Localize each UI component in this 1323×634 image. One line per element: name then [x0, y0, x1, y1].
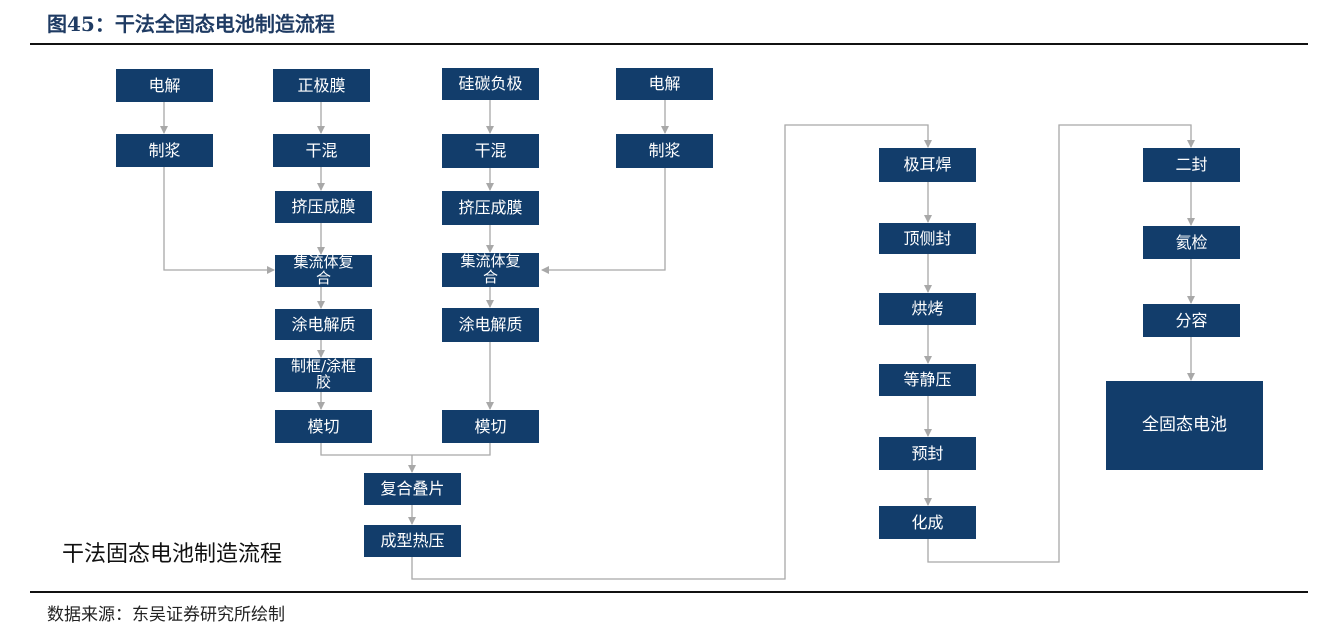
- node-electrolysis-right: 电解: [616, 68, 713, 100]
- node-cathode-film: 正极膜: [273, 69, 370, 102]
- connector: [541, 168, 666, 274]
- node-dry-mix-anode: 干混: [442, 134, 539, 168]
- connector: [163, 167, 275, 274]
- node-final-battery: 全固态电池: [1106, 381, 1263, 470]
- diagram-caption: 干法固态电池制造流程: [62, 542, 283, 567]
- node-die-cut-cathode: 模切: [275, 410, 372, 443]
- source-note: 数据来源：东吴证券研究所绘制: [47, 605, 285, 625]
- node-hot-press: 成型热压: [364, 525, 461, 557]
- connector: [411, 124, 932, 580]
- node-frame-glue: 制框/涂框胶: [275, 358, 372, 392]
- node-slurry-left: 制浆: [116, 134, 213, 167]
- node-grading: 分容: [1143, 304, 1240, 337]
- node-collector-cathode: 集流体复合: [275, 254, 372, 287]
- node-extrude-cathode: 挤压成膜: [275, 191, 372, 223]
- node-second-seal: 二封: [1143, 148, 1240, 182]
- node-top-side-seal: 顶侧封: [879, 223, 976, 254]
- figure-title: 图45：干法全固态电池制造流程: [47, 12, 335, 36]
- node-formation: 化成: [879, 506, 976, 539]
- node-tab-weld: 极耳焊: [879, 148, 976, 182]
- node-slurry-right: 制浆: [616, 134, 713, 168]
- node-isostatic-press: 等静压: [879, 364, 976, 396]
- node-dry-mix-cathode: 干混: [273, 134, 370, 167]
- node-die-cut-anode: 模切: [442, 410, 539, 443]
- connector: [927, 124, 1195, 563]
- node-stacking: 复合叠片: [364, 473, 461, 505]
- connector: [320, 443, 491, 456]
- node-extrude-anode: 挤压成膜: [442, 191, 539, 225]
- top-divider: [30, 43, 1308, 45]
- node-collector-anode: 集流体复合: [442, 253, 539, 287]
- node-coat-anode: 涂电解质: [442, 308, 539, 342]
- node-baking: 烘烤: [879, 293, 976, 325]
- bottom-divider: [30, 591, 1308, 593]
- node-helium-check: 氦检: [1143, 226, 1240, 259]
- node-coat-cathode: 涂电解质: [275, 309, 372, 340]
- node-sic-anode: 硅碳负极: [442, 68, 539, 100]
- node-pre-seal: 预封: [879, 437, 976, 470]
- node-electrolysis-left: 电解: [116, 69, 213, 102]
